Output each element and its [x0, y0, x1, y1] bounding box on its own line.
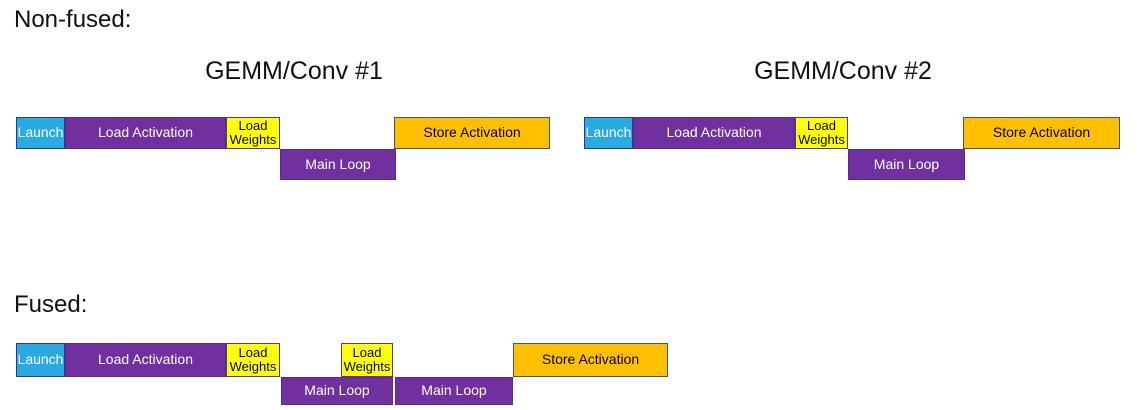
load-weights-block: Load Weights	[226, 343, 280, 377]
launch-block: Launch	[16, 343, 65, 377]
store-activation-block: Store Activation	[513, 343, 668, 377]
store-activation-block: Store Activation	[963, 117, 1120, 149]
launch-block: Launch	[584, 117, 633, 149]
store-activation-block: Store Activation	[394, 117, 550, 149]
section-label-fused: Fused:	[14, 291, 88, 318]
load-weights-block: Load Weights	[226, 117, 280, 149]
load-activation-block: Load Activation	[65, 343, 226, 377]
main-loop-block: Main Loop	[280, 149, 396, 180]
group-title-gemm-conv-2: GEMM/Conv #2	[754, 57, 932, 85]
main-loop-block: Main Loop	[848, 149, 965, 180]
load-weights-block: Load Weights	[341, 343, 393, 377]
main-loop-block: Main Loop	[395, 377, 513, 405]
section-label-non-fused: Non-fused:	[14, 6, 132, 33]
load-activation-block: Load Activation	[65, 117, 226, 149]
main-loop-block: Main Loop	[281, 377, 393, 405]
group-title-gemm-conv-1: GEMM/Conv #1	[205, 57, 383, 85]
load-weights-block: Load Weights	[795, 117, 848, 149]
load-activation-block: Load Activation	[633, 117, 795, 149]
launch-block: Launch	[16, 117, 65, 149]
